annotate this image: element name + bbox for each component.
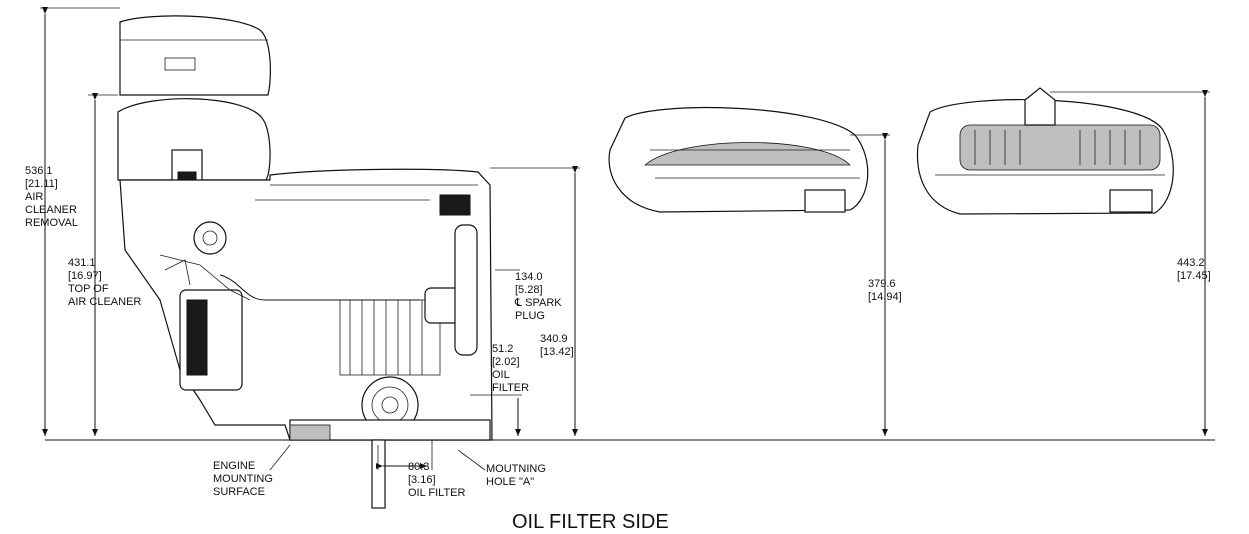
svg-text:MOUTNING: MOUTNING bbox=[486, 463, 546, 475]
cover-variant-2 bbox=[916, 87, 1174, 215]
carburetor-housing bbox=[193, 221, 227, 255]
svg-text:ENGINE: ENGINE bbox=[213, 460, 255, 472]
label-air-cleaner-removal: 536.1 [21.11] AIR CLEANER REMOVAL bbox=[25, 165, 78, 229]
svg-text:536.1: 536.1 bbox=[25, 165, 53, 177]
svg-text:HOLE "A": HOLE "A" bbox=[486, 476, 534, 488]
engine-side-view bbox=[117, 15, 493, 509]
svg-text:AIR: AIR bbox=[25, 191, 43, 203]
label-spark-plug: 134.0 [5.28] ℄ SPARK PLUG bbox=[514, 271, 562, 322]
fuel-line bbox=[219, 274, 420, 301]
svg-text:[5.28]: [5.28] bbox=[515, 284, 543, 296]
label-oil-filter-height: 51.2 [2.02] OIL FILTER bbox=[492, 343, 529, 394]
svg-text:℄ SPARK: ℄ SPARK bbox=[514, 297, 562, 309]
svg-text:SURFACE: SURFACE bbox=[213, 486, 265, 498]
svg-text:[21.11]: [21.11] bbox=[25, 178, 58, 190]
svg-text:MOUNTING: MOUNTING bbox=[213, 473, 273, 485]
svg-text:51.2: 51.2 bbox=[492, 343, 513, 355]
label-cover-2: 443.2 [17.45] bbox=[1177, 257, 1211, 282]
svg-text:OIL FILTER: OIL FILTER bbox=[408, 487, 466, 499]
svg-text:134.0: 134.0 bbox=[515, 271, 543, 283]
crankshaft bbox=[371, 439, 386, 509]
svg-text:CLEANER: CLEANER bbox=[25, 204, 77, 216]
svg-text:[16.97]: [16.97] bbox=[68, 270, 102, 282]
air-cleaner-removed-slot bbox=[164, 57, 196, 71]
label-oil-filter-offset: 80.3 [3.16] OIL FILTER bbox=[408, 461, 466, 499]
svg-text:[14.94]: [14.94] bbox=[868, 291, 902, 303]
drawing-title: OIL FILTER SIDE bbox=[512, 511, 669, 533]
svg-text:[3.16]: [3.16] bbox=[408, 474, 436, 486]
svg-text:PLUG: PLUG bbox=[515, 310, 545, 322]
air-cleaner-outline bbox=[117, 98, 271, 181]
svg-text:[13.42]: [13.42] bbox=[540, 346, 574, 358]
svg-text:OIL: OIL bbox=[492, 369, 510, 381]
svg-text:431.1: 431.1 bbox=[68, 257, 96, 269]
cover-variant-1 bbox=[608, 106, 869, 213]
svg-text:443.2: 443.2 bbox=[1177, 257, 1205, 269]
svg-text:TOP OF: TOP OF bbox=[68, 283, 109, 295]
svg-text:379.6: 379.6 bbox=[868, 278, 896, 290]
svg-text:AIR CLEANER: AIR CLEANER bbox=[68, 296, 141, 308]
svg-text:[17.45]: [17.45] bbox=[1177, 270, 1211, 282]
svg-text:REMOVAL: REMOVAL bbox=[25, 217, 78, 229]
svg-text:80.3: 80.3 bbox=[408, 461, 429, 473]
svg-text:[2.02]: [2.02] bbox=[492, 356, 520, 368]
label-cover-1: 379.6 [14.94] bbox=[868, 278, 902, 303]
svg-text:FILTER: FILTER bbox=[492, 382, 529, 394]
label-top-of-air-cleaner: 431.1 [16.97] TOP OF AIR CLEANER bbox=[68, 257, 141, 308]
label-engine-mounting-surface: ENGINE MOUNTING SURFACE bbox=[213, 460, 273, 498]
svg-text:340.9: 340.9 bbox=[540, 333, 568, 345]
label-mounting-hole: MOUTNING HOLE "A" bbox=[486, 463, 546, 488]
air-cleaner-removed-outline bbox=[119, 15, 271, 96]
label-overall-height: 340.9 [13.42] bbox=[540, 333, 574, 358]
